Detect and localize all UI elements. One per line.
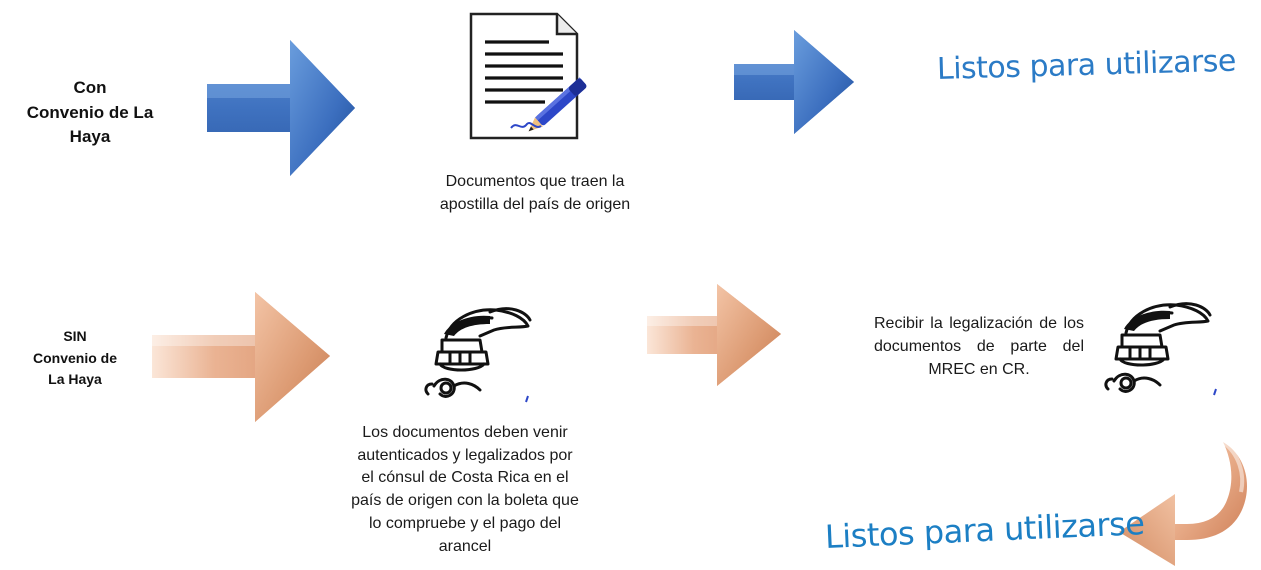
receive-legalization-text: Recibir la legalización de los documento… [874, 315, 1084, 379]
caption-line: Los documentos deben venir [362, 424, 568, 441]
row-label-line: Con [73, 78, 107, 97]
document-caption: Documentos que traen la apostilla del pa… [395, 170, 675, 216]
arrow-right-icon [152, 292, 330, 422]
arrow-right-icon [647, 284, 781, 386]
row-label-line: Convenio de La [26, 102, 154, 122]
caption-line: apostilla del país de origen [439, 196, 631, 214]
row-label-line: SIN [63, 328, 87, 344]
result-ready-text: Listos para utilizarse [824, 504, 1146, 556]
notary-seal-stamp-icon [1104, 302, 1217, 396]
result-ready-text: Listos para utilizarse [936, 43, 1237, 87]
process-caption: Los documentos deben venir autenticados … [345, 422, 585, 558]
caption-line: lo compruebe y el pago del [368, 514, 562, 532]
arrow-right-icon [207, 40, 355, 176]
caption-line: arancel [438, 537, 492, 555]
caption-line: el cónsul de Costa Rica en el [361, 469, 569, 487]
notary-seal-stamp-icon [424, 307, 532, 403]
row-label-sin-convenio: SIN Convenio de La Haya [5, 326, 145, 391]
row-label-line: Convenio de [32, 349, 117, 366]
row-label-con-convenio: Con Convenio de La Haya [10, 76, 170, 150]
caption-line: autenticados y legalizados por [357, 446, 573, 464]
row-label-line: Haya [69, 127, 111, 147]
row-label-line: La Haya [48, 371, 102, 388]
caption-line: Documentos que traen la [445, 173, 625, 190]
arrow-right-icon [734, 30, 854, 134]
caption-line: país de origen con la boleta que [351, 492, 579, 510]
document-signing-icon [469, 12, 587, 140]
curved-return-arrow-icon [1119, 440, 1247, 566]
